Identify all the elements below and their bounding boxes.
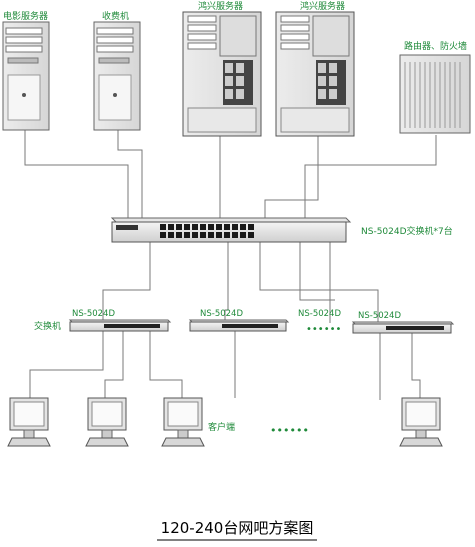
client-dots: •••••• [270, 424, 309, 437]
hongxing-server-2-label: 鸿兴服务器 [300, 0, 345, 12]
client-monitor-2 [85, 397, 129, 447]
edge-switch-3-model: NS-5024D [298, 309, 341, 319]
edge-switch-2 [188, 319, 290, 332]
client-monitor-3 [161, 397, 205, 447]
hongxing-server-1 [182, 11, 262, 137]
edge-switch-2-model: NS-5024D [200, 309, 243, 319]
edge-switch-1-type: 交换机 [34, 320, 61, 332]
router-firewall-label: 路由器、防火墙 [404, 40, 467, 52]
router-firewall-device [399, 54, 471, 134]
connection-lines [24, 130, 437, 400]
client-label: 客户端 [208, 421, 235, 433]
hongxing-server-2 [275, 11, 355, 137]
core-switch-label: NS-5024D交换机*7台 [361, 225, 453, 237]
edge-switch-4 [351, 321, 455, 334]
diagram-title: 120-240台网吧方案图 [161, 519, 314, 537]
edge-switch-4-model: NS-5024D [358, 311, 401, 321]
movie-server-tower [2, 21, 50, 131]
core-switch [110, 217, 352, 243]
client-monitor-4 [399, 397, 443, 447]
client-monitor-1 [7, 397, 51, 447]
edge-switch-1 [68, 319, 172, 332]
billing-label: 收费机 [102, 10, 129, 22]
movie-server-label: 电影服务器 [3, 10, 48, 22]
edge-switch-1-model: NS-5024D [72, 309, 115, 319]
edge-switch-dots: •••••• [306, 324, 341, 335]
hongxing-server-1-label: 鸿兴服务器 [198, 0, 243, 12]
billing-computer-tower [93, 21, 141, 131]
